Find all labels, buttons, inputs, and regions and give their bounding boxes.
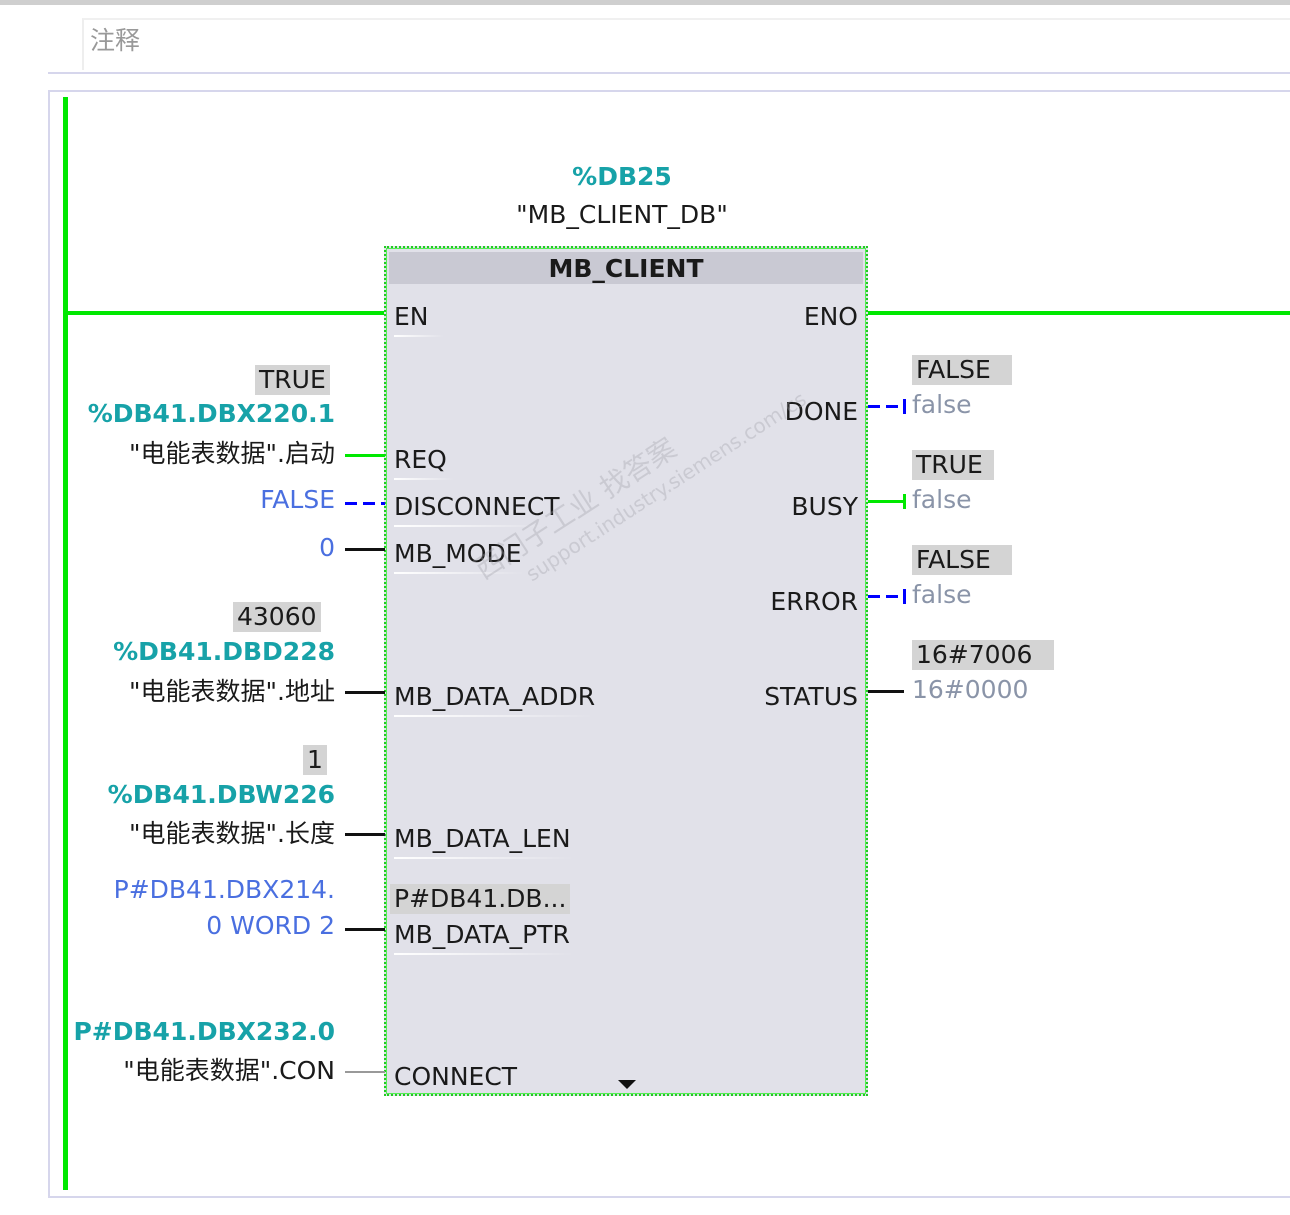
connect-symbol[interactable]: "电能表数据".CON [123,1056,335,1085]
mb-data-len-wire [345,833,385,836]
pin-disconnect: DISCONNECT [394,492,560,521]
done-operand[interactable]: false [912,390,972,419]
disconnect-value[interactable]: FALSE [260,485,335,514]
divider [48,72,1290,74]
pin-mb-mode: MB_MODE [394,539,522,568]
done-wire [868,405,904,408]
top-toolbar-edge [0,0,1290,5]
error-monitor-value: FALSE [912,545,1012,575]
mb-client-block[interactable]: MB_CLIENT EN REQ DISCONNECT MB_MODE MB_D… [384,246,868,1096]
en-wire [67,311,385,315]
error-operand[interactable]: false [912,580,972,609]
mb-data-ptr-monitor-value: P#DB41.DB... [390,884,571,914]
mb-data-ptr-wire [345,928,385,931]
pin-mb-data-addr: MB_DATA_ADDR [394,682,596,711]
mb-data-len-monitor-value: 1 [303,745,327,775]
mb-data-len-symbol[interactable]: "电能表数据".长度 [129,819,335,848]
status-operand[interactable]: 16#0000 [912,675,1029,704]
instance-db-name[interactable]: "MB_CLIENT_DB" [516,200,728,229]
eno-wire [866,311,1290,315]
req-wire [345,454,385,457]
mb-data-addr-wire [345,691,385,694]
comment-placeholder: 注释 [90,26,141,55]
power-rail [63,97,68,1190]
instance-db-address[interactable]: %DB25 [572,162,672,191]
pin-en: EN [394,302,429,331]
mb-data-ptr-value-line1[interactable]: P#DB41.DBX214. [113,875,335,904]
status-monitor-value: 16#7006 [912,640,1054,670]
connect-address[interactable]: P#DB41.DBX232.0 [73,1017,335,1046]
pin-status: STATUS [764,682,858,711]
mb-data-addr-monitor-value: 43060 [233,602,321,632]
req-monitor-value: TRUE [255,365,330,395]
connect-wire [345,1071,385,1073]
busy-wire [868,500,904,503]
req-address[interactable]: %DB41.DBX220.1 [87,399,335,428]
mb-data-ptr-value-line2[interactable]: 0 WORD 2 [206,911,335,940]
pin-connect: CONNECT [394,1062,518,1091]
disconnect-wire [345,502,385,505]
block-title-bar [389,252,863,284]
mb-mode-wire [345,548,385,551]
pin-error: ERROR [770,587,858,616]
pin-busy: BUSY [791,492,858,521]
error-wire [868,595,904,598]
expand-block-chevron-icon[interactable] [618,1080,636,1089]
req-symbol[interactable]: "电能表数据".启动 [129,439,335,468]
block-type: MB_CLIENT [548,254,704,283]
busy-operand[interactable]: false [912,485,972,514]
network-area [48,90,1290,1198]
mb-data-addr-symbol[interactable]: "电能表数据".地址 [129,677,335,706]
mb-data-addr-address[interactable]: %DB41.DBD228 [113,637,335,666]
pin-eno: ENO [803,302,858,331]
mb-mode-value[interactable]: 0 [319,533,335,562]
status-wire [868,690,904,693]
busy-monitor-value: TRUE [912,450,994,480]
pin-done: DONE [784,397,858,426]
pin-mb-data-ptr: MB_DATA_PTR [394,920,570,949]
pin-mb-data-len: MB_DATA_LEN [394,824,571,853]
mb-data-len-address[interactable]: %DB41.DBW226 [107,780,335,809]
done-monitor-value: FALSE [912,355,1012,385]
network-comment-field[interactable]: 注释 [82,18,1290,70]
pin-req: REQ [394,445,447,474]
